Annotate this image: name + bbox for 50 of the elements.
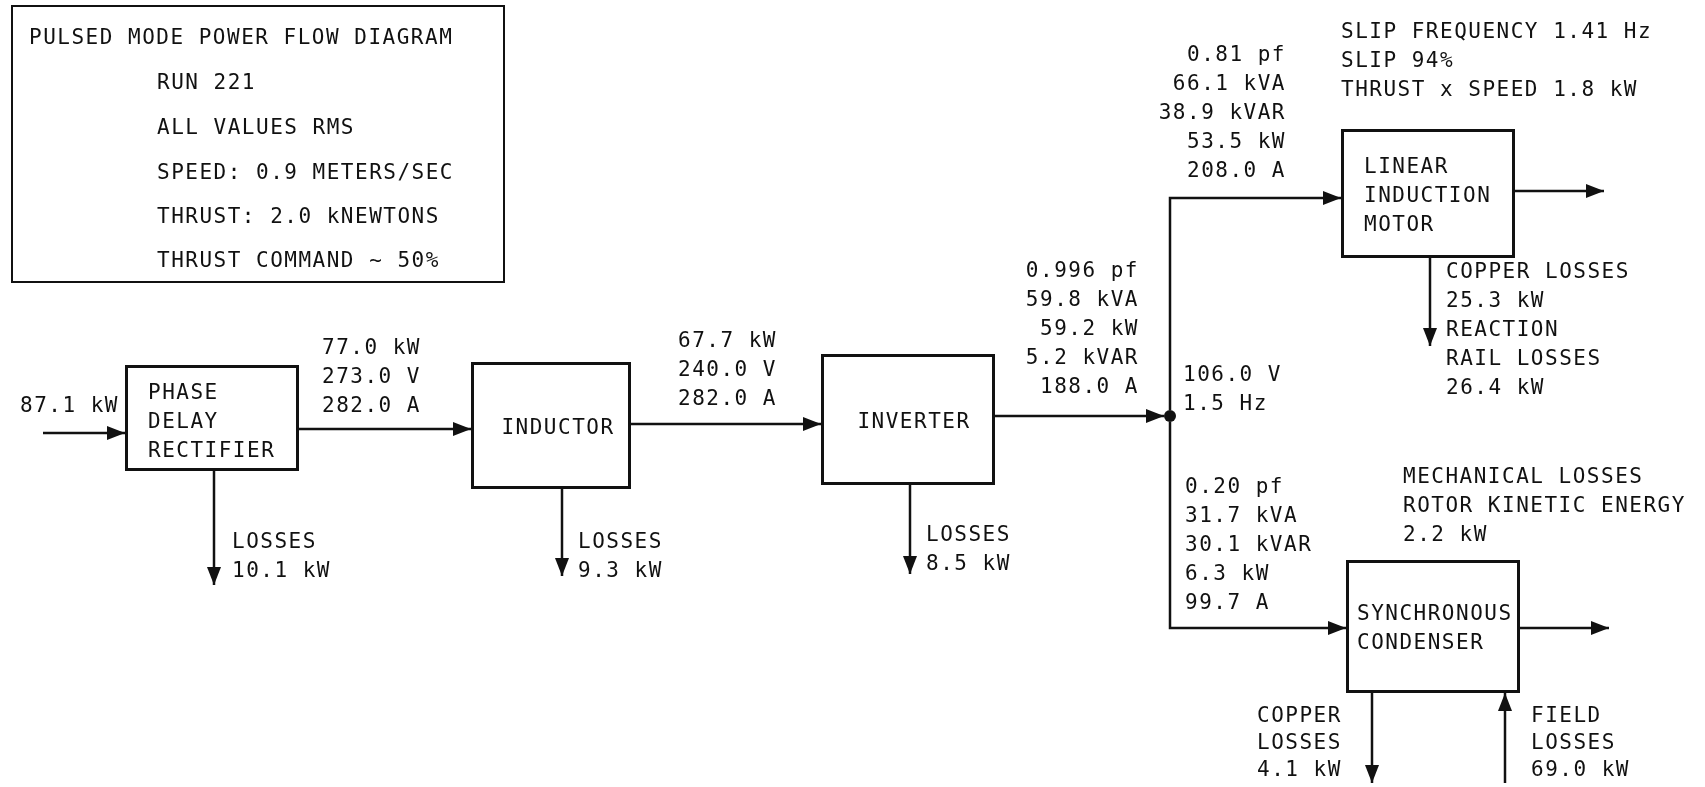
edge-label: 0.996 pf 59.8 kVA 59.2 kW 5.2 kVAR 188.0 A — [1024, 257, 1139, 400]
block-label: LINEAR INDUCTION MOTOR — [1364, 153, 1493, 238]
edge-label: FIELD LOSSES 69.0 kW — [1531, 702, 1631, 783]
arrow — [1168, 191, 1341, 410]
block-box — [821, 354, 995, 485]
info-text: PULSED MODE POWER FLOW DIAGRAM — [29, 24, 455, 51]
arrow — [299, 422, 471, 436]
annotation-text: 106.0 V 1.5 Hz — [1183, 361, 1283, 417]
arrow — [207, 471, 221, 585]
edge-label: COPPER LOSSES 25.3 kW — [1446, 258, 1631, 314]
edge-label: LOSSES 8.5 kW — [926, 521, 1012, 577]
annotation-text: MECHANICAL LOSSES ROTOR KINETIC ENERGY 2.2 kW — [1403, 463, 1687, 548]
arrow — [555, 489, 569, 576]
edge-label: LOSSES 9.3 kW — [578, 528, 664, 584]
block-label: PHASE DELAY RECTIFIER — [148, 379, 277, 464]
edge-label: 67.7 kW 240.0 V 282.0 A — [678, 327, 778, 412]
block-box — [471, 362, 631, 489]
annotation-text: REACTION RAIL LOSSES 26.4 kW — [1446, 315, 1608, 402]
block-label: INVERTER — [856, 408, 972, 435]
annotation-text: SLIP 94% — [1341, 47, 1456, 74]
info-text: THRUST COMMAND ~ 50% — [157, 247, 441, 274]
annotation-text: SLIP FREQUENCY 1.41 Hz — [1341, 18, 1654, 45]
arrow — [1520, 621, 1609, 635]
edge-label: 87.1 kW — [20, 392, 120, 419]
edge-label: 0.81 pf 66.1 kVA 38.9 kVAR 53.5 kW 208.0 A — [1157, 41, 1286, 184]
info-text: SPEED: 0.9 METERS/SEC — [157, 159, 455, 186]
annotation-text: THRUST x SPEED 1.8 kW — [1341, 76, 1639, 103]
edge-label: COPPER LOSSES 4.1 kW — [1257, 702, 1343, 783]
arrow — [1365, 693, 1379, 783]
info-box — [11, 5, 505, 283]
arrow — [1515, 184, 1604, 198]
info-text: THRUST: 2.0 kNEWTONS — [157, 203, 441, 230]
edge-label: 77.0 kW 273.0 V 282.0 A — [322, 334, 422, 419]
arrow — [43, 426, 125, 440]
edge-label: 0.20 pf 31.7 kVA 30.1 kVAR 6.3 kW 99.7 A — [1185, 473, 1314, 616]
junction-dot — [1164, 410, 1176, 422]
block-label: INDUCTOR — [500, 414, 616, 441]
arrow — [631, 417, 821, 431]
info-text: RUN 221 — [157, 69, 257, 96]
arrow — [995, 409, 1164, 423]
arrow — [903, 485, 917, 574]
arrow — [1423, 258, 1437, 346]
edge-label: LOSSES 10.1 kW — [232, 528, 332, 584]
arrow — [1498, 693, 1512, 783]
block-box — [1346, 560, 1520, 693]
info-text: ALL VALUES RMS — [157, 114, 356, 141]
block-box — [125, 365, 299, 471]
block-box — [1341, 129, 1515, 258]
arrow — [1168, 422, 1346, 635]
block-label: SYNCHRONOUS CONDENSER — [1357, 600, 1514, 656]
